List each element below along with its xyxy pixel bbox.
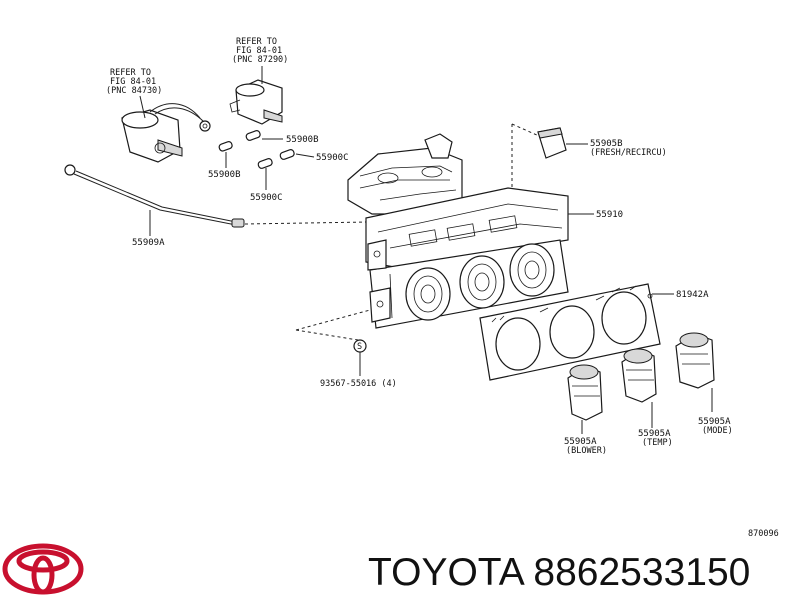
svg-text:55905A: 55905A: [698, 417, 731, 427]
svg-text:(FRESH/RECIRCU): (FRESH/RECIRCU): [590, 148, 667, 158]
callout-mode: 55905A (MODE): [698, 417, 733, 436]
pin-55900C-lower: [257, 158, 273, 169]
svg-text:55905A: 55905A: [564, 437, 597, 447]
callout-55900B-lower: 55900B: [208, 170, 241, 180]
svg-text:S: S: [357, 342, 362, 352]
callout-81942A: 81942A: [676, 290, 709, 300]
blower-knob: [567, 364, 603, 421]
face-plate: [479, 283, 661, 381]
temp-knob: [621, 348, 657, 403]
svg-text:55905B: 55905B: [590, 139, 623, 149]
svg-text:55905A: 55905A: [638, 429, 671, 439]
figure-number: 870096: [748, 529, 779, 539]
callout-93567: 93567-55016 (4): [320, 379, 397, 389]
callout-refer-top: REFER TO FIG 84-01 (PNC 87290): [232, 37, 288, 65]
svg-text:FIG 84-01: FIG 84-01: [236, 46, 282, 56]
svg-text:REFER TO: REFER TO: [110, 68, 151, 78]
svg-text:(MODE): (MODE): [702, 426, 733, 436]
heater-control-base: [347, 133, 569, 329]
mode-knob: [675, 332, 715, 389]
svg-text:(BLOWER): (BLOWER): [566, 446, 607, 456]
callout-temp: 55905A (TEMP): [638, 429, 673, 448]
svg-text:(PNC 87290): (PNC 87290): [232, 55, 288, 65]
callout-55910: 55910: [596, 210, 623, 220]
svg-text:FIG 84-01: FIG 84-01: [110, 77, 156, 87]
callout-55900C-lower: 55900C: [250, 193, 283, 203]
servo-motor-top: [229, 79, 283, 125]
fresh-recirc-knob: [537, 127, 567, 159]
pin-55900C-upper: [279, 149, 295, 160]
callout-55900C-upper: 55900C: [316, 153, 349, 163]
svg-text:(PNC 84730): (PNC 84730): [106, 86, 162, 96]
svg-text:(TEMP): (TEMP): [642, 438, 673, 448]
callout-blower: 55905A (BLOWER): [564, 437, 607, 456]
callout-55905B: 55905B (FRESH/RECIRCU): [590, 139, 667, 158]
svg-text:REFER TO: REFER TO: [236, 37, 277, 47]
callout-55900B-upper: 55900B: [286, 135, 319, 145]
control-cable: [64, 164, 245, 228]
callout-55909A: 55909A: [132, 238, 165, 248]
pin-55900B-upper: [245, 130, 261, 141]
screw-symbol: S: [353, 339, 367, 353]
brand-part-caption: TOYOTA 8862533150: [368, 551, 750, 594]
servo-motor-left: [121, 103, 211, 163]
callout-refer-left: REFER TO FIG 84-01 (PNC 84730): [106, 68, 162, 96]
pin-55900B-lower: [218, 141, 233, 152]
toyota-logo: [2, 543, 84, 595]
